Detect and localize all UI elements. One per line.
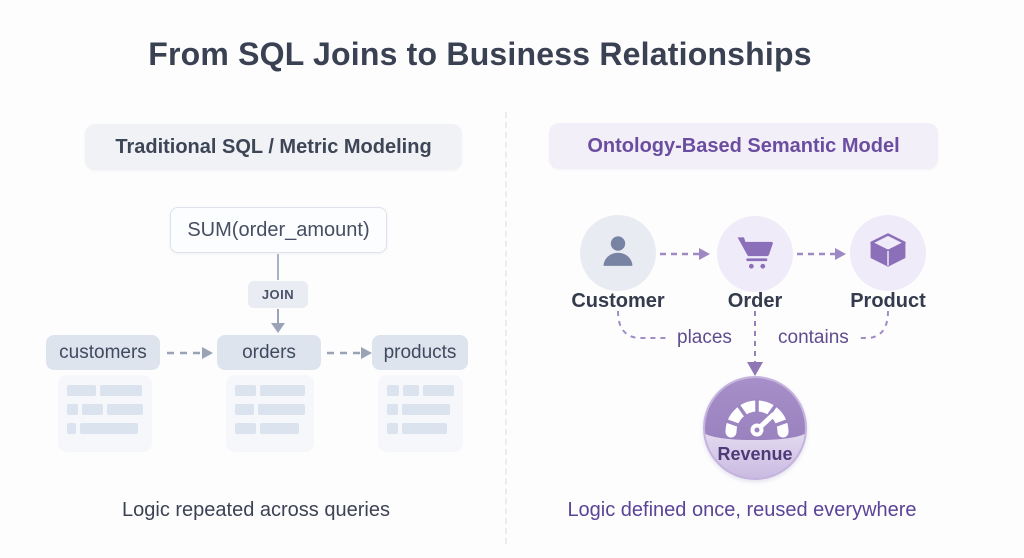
left-caption: Logic repeated across queries bbox=[122, 499, 390, 521]
entity-order bbox=[717, 216, 793, 292]
arrow-right-icon bbox=[202, 347, 213, 359]
revenue-metric-label: Revenue bbox=[717, 444, 793, 464]
gauge-icon bbox=[721, 388, 793, 443]
table-products-label: products bbox=[383, 341, 457, 363]
table-orders-label: orders bbox=[242, 341, 296, 363]
person-icon bbox=[597, 230, 639, 277]
left-connectors bbox=[167, 254, 372, 359]
sql-metric-formula-box: SUM(order_amount) bbox=[170, 207, 387, 253]
arrow-right-icon bbox=[699, 248, 710, 260]
table-customers-label: customers bbox=[59, 341, 147, 363]
arrow-right-icon bbox=[835, 248, 846, 260]
right-panel-header: Ontology-Based Semantic Model bbox=[549, 123, 938, 169]
sql-metric-formula-label: SUM(order_amount) bbox=[187, 218, 370, 241]
relationship-places-label: places bbox=[677, 327, 732, 348]
revenue-metric-node: Revenue bbox=[703, 376, 807, 480]
table-orders: orders bbox=[217, 335, 321, 370]
entity-order-label: Order bbox=[727, 290, 783, 312]
entity-product bbox=[850, 215, 926, 291]
table-customers-rows bbox=[58, 375, 152, 452]
relationship-contains-label: contains bbox=[778, 327, 849, 348]
right-panel-header-label: Ontology-Based Semantic Model bbox=[587, 134, 900, 157]
left-panel-header: Traditional SQL / Metric Modeling bbox=[85, 124, 462, 170]
table-products-rows bbox=[378, 375, 463, 452]
table-customers: customers bbox=[46, 335, 160, 370]
shopping-cart-icon bbox=[733, 230, 777, 279]
table-products: products bbox=[372, 335, 468, 370]
table-orders-rows bbox=[226, 375, 314, 452]
join-node-label: JOIN bbox=[261, 287, 295, 302]
entity-customer bbox=[580, 215, 656, 291]
entity-product-label: Product bbox=[850, 290, 926, 312]
right-caption: Logic defined once, reused everywhere bbox=[567, 499, 917, 521]
arrow-down-icon bbox=[271, 323, 285, 333]
arrow-right-icon bbox=[361, 347, 372, 359]
join-node: JOIN bbox=[248, 281, 308, 308]
arrow-down-icon bbox=[747, 362, 763, 376]
entity-customer-label: Customer bbox=[571, 290, 665, 312]
panel-divider bbox=[505, 112, 507, 544]
box-icon bbox=[866, 229, 910, 278]
page-title: From SQL Joins to Business Relationships bbox=[148, 36, 812, 72]
left-panel-header-label: Traditional SQL / Metric Modeling bbox=[115, 135, 432, 158]
